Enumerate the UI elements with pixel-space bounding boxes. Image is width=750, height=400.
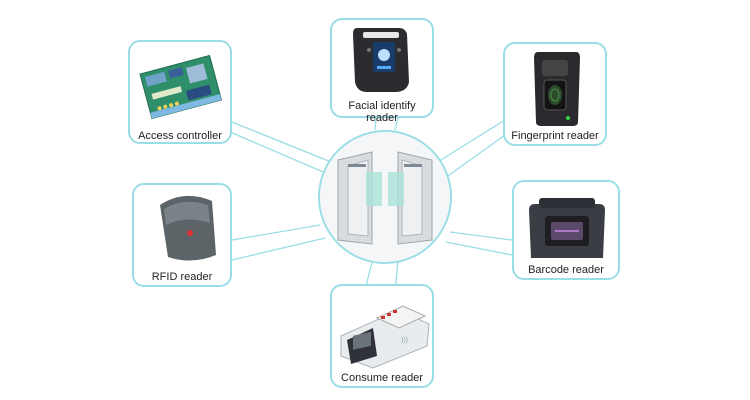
connector-finger-2 [444,134,506,179]
device-card-fingerprint-reader: Fingerprint reader [503,42,607,146]
device-label-rfid-reader: RFID reader [151,271,213,283]
fingerprint-scanner-image [534,52,580,126]
connector-facial-2 [394,117,399,131]
device-label-fingerprint-reader: Fingerprint reader [511,130,599,142]
device-card-barcode-reader: Barcode reader [512,180,620,280]
connector-finger-1 [435,119,506,164]
turnstile-image [320,132,450,262]
device-label-facial-reader: Facial identify reader [348,100,416,124]
connector-barcode-2 [445,241,513,256]
connector-access-2 [231,121,337,165]
connector-access-1 [229,131,331,176]
device-card-access-controller: Access controller [128,40,232,144]
pos-terminal-image: ))) [340,305,430,369]
device-card-rfid-reader: RFID reader [132,183,232,287]
device-card-facial-reader: Facial identify reader [330,18,434,124]
device-label-consume-reader: Consume reader [341,372,423,384]
device-label-access-controller: Access controller [138,130,222,142]
connector-barcode-1 [449,231,513,241]
face-terminal-image [353,28,409,92]
circuit-board-image [139,54,223,120]
rfid-reader-image [160,195,216,261]
barcode-scanner-image [529,198,605,258]
nfc-mark: ))) [401,337,408,344]
turnstile-hub [318,130,452,264]
connector-rfid-1 [231,224,321,241]
connector-rfid-2 [231,237,326,261]
device-label-barcode-reader: Barcode reader [528,264,604,276]
connector-facial-1 [374,117,377,131]
device-card-consume-reader: ))) Consume reader [330,284,434,388]
